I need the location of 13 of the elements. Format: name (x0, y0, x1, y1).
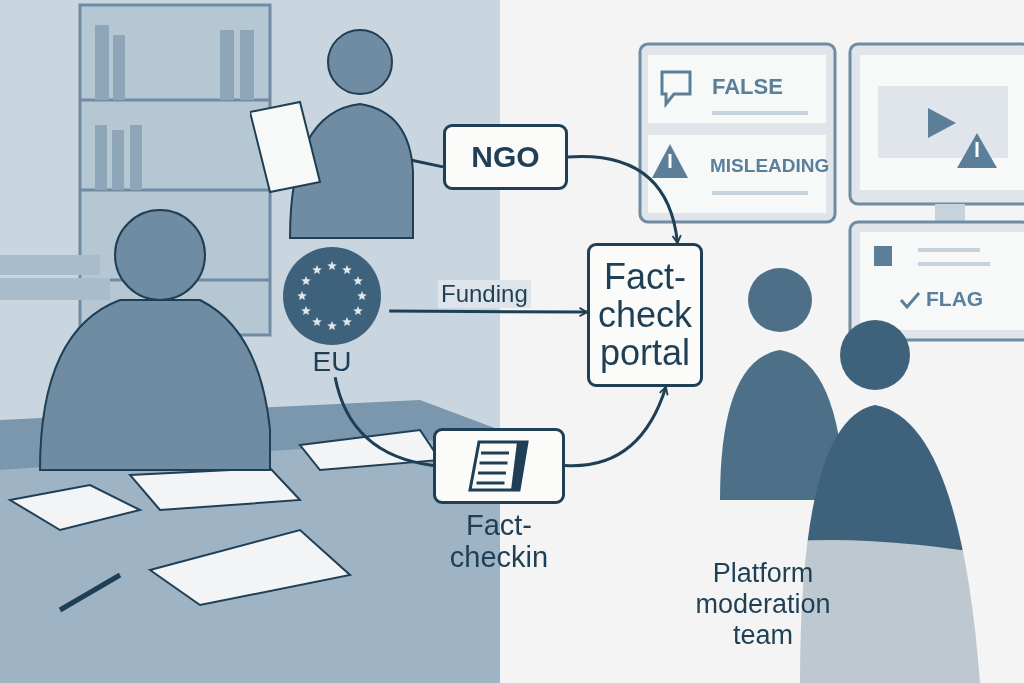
status-label: FLAG (926, 287, 984, 311)
arrow (565, 386, 669, 468)
node-label: EU (311, 346, 353, 378)
team-caption: Platform moderation team (694, 558, 832, 652)
status-label: MISLEADING (710, 155, 830, 177)
portal-box: Fact- check portal (587, 243, 703, 387)
arrow (389, 307, 588, 318)
edge-label: Funding (438, 280, 531, 308)
connector-line (333, 376, 434, 467)
organization-box: NGO (443, 124, 568, 190)
arrow (567, 155, 682, 244)
leader-line (411, 158, 444, 169)
status-label: FALSE (712, 74, 783, 100)
